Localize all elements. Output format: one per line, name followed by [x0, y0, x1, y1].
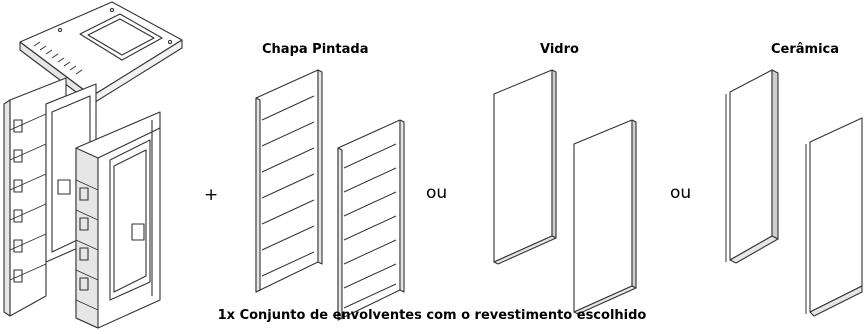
ceramic-panel-back: [725, 69, 779, 264]
plus-symbol: +: [204, 185, 219, 205]
ceramic-panel-front: [805, 117, 863, 317]
painted-sheet-panel-front: [337, 119, 405, 321]
glass-panel-front: [573, 119, 637, 315]
or-label-1: ou: [426, 183, 448, 203]
or-label-2: ou: [670, 183, 692, 203]
option-label-ceramic: Cerâmica: [771, 42, 840, 57]
glass-panel-back: [493, 69, 557, 265]
option-label-painted-sheet: Chapa Pintada: [262, 42, 369, 57]
caption: 1x Conjunto de envolventes com o revesti…: [217, 308, 647, 323]
front-frame: [75, 111, 161, 329]
option-label-glass: Vidro: [540, 42, 579, 57]
painted-sheet-panel-back: [255, 69, 323, 293]
